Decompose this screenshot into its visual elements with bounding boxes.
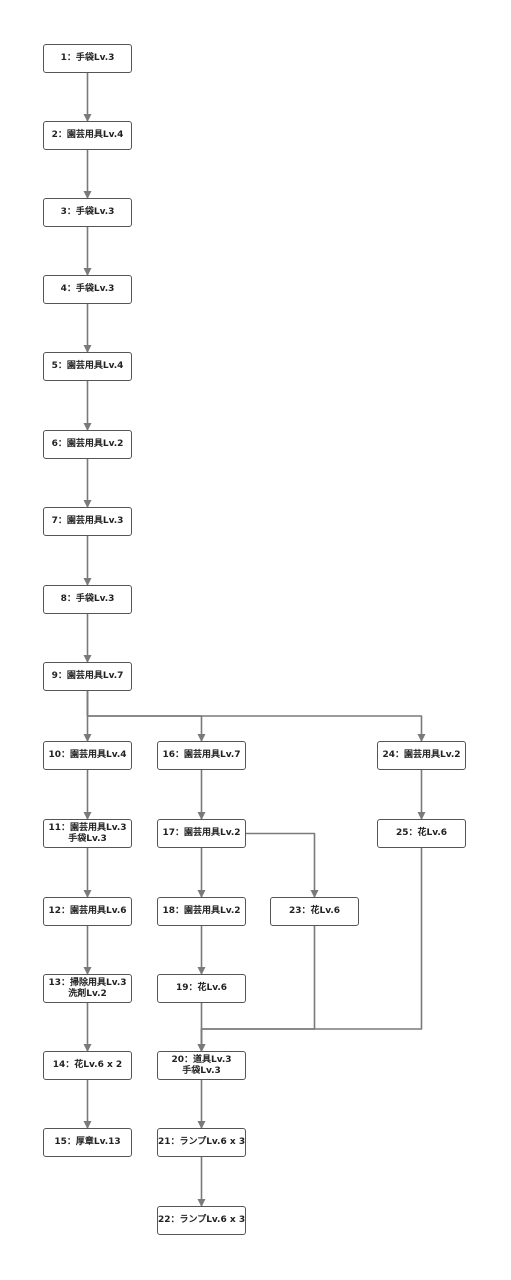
node-14-label: 14：花Lv.6 x 2 [52,1060,123,1070]
node-9: 9：園芸用具Lv.7 [43,662,132,691]
node-2: 2：園芸用具Lv.4 [43,121,132,150]
node-23-label: 23：花Lv.6 [288,906,341,916]
node-9-label: 9：園芸用具Lv.7 [51,671,124,681]
node-3-label: 3：手袋Lv.3 [60,207,115,217]
node-18-label: 18：園芸用具Lv.2 [162,906,241,916]
node-6: 6：園芸用具Lv.2 [43,430,132,459]
node-19: 19：花Lv.6 [157,974,246,1003]
node-1-label: 1：手袋Lv.3 [60,53,115,63]
node-16: 16：園芸用具Lv.7 [157,741,246,770]
node-24: 24：園芸用具Lv.2 [377,741,466,770]
node-15: 15：厚章Lv.13 [43,1128,132,1157]
node-21: 21：ランプLv.6 x 3 [157,1128,246,1157]
node-25: 25：花Lv.6 [377,819,466,848]
node-18: 18：園芸用具Lv.2 [157,897,246,926]
node-12: 12：園芸用具Lv.6 [43,897,132,926]
node-22-label: 22：ランプLv.6 x 3 [157,1215,246,1225]
node-20-label-line2: 手袋Lv.3 [182,1065,221,1076]
node-13-label-line1: 13：掃除用具Lv.3 [48,977,127,988]
node-11-label-line2: 手袋Lv.3 [68,833,107,844]
node-15-label: 15：厚章Lv.13 [54,1137,121,1147]
node-10-label: 10：園芸用具Lv.4 [48,750,127,760]
node-25-label: 25：花Lv.6 [395,828,448,838]
node-1: 1：手袋Lv.3 [43,44,132,73]
node-3: 3：手袋Lv.3 [43,198,132,227]
edge-n9-n24 [86,691,426,742]
node-13-label-line2: 洗剤Lv.2 [68,988,107,999]
node-8-label: 8：手袋Lv.3 [60,594,115,604]
node-11-label-line1: 11：園芸用具Lv.3 [48,822,127,833]
node-4-label: 4：手袋Lv.3 [60,284,115,294]
node-12-label: 12：園芸用具Lv.6 [48,906,127,916]
node-7-label: 7：園芸用具Lv.3 [51,516,124,526]
node-23: 23：花Lv.6 [270,897,359,926]
node-17: 17：園芸用具Lv.2 [157,819,246,848]
node-2-label: 2：園芸用具Lv.4 [51,130,124,140]
node-8: 8：手袋Lv.3 [43,585,132,614]
node-7: 7：園芸用具Lv.3 [43,507,132,536]
node-14: 14：花Lv.6 x 2 [43,1051,132,1080]
node-19-label: 19：花Lv.6 [175,983,228,993]
node-10: 10：園芸用具Lv.4 [43,741,132,770]
node-22: 22：ランプLv.6 x 3 [157,1206,246,1235]
node-6-label: 6：園芸用具Lv.2 [51,439,124,449]
node-20-label-line1: 20：道具Lv.3 [171,1054,232,1065]
node-17-label: 17：園芸用具Lv.2 [162,828,241,838]
node-21-label: 21：ランプLv.6 x 3 [157,1137,246,1147]
edge-n17-n23 [246,832,319,898]
edge-n25-n20 [197,848,423,1052]
node-4: 4：手袋Lv.3 [43,275,132,304]
node-5-label: 5：園芸用具Lv.4 [51,361,124,371]
node-24-label: 24：園芸用具Lv.2 [382,750,461,760]
node-5: 5：園芸用具Lv.4 [43,352,132,381]
node-16-label: 16：園芸用具Lv.7 [162,750,241,760]
